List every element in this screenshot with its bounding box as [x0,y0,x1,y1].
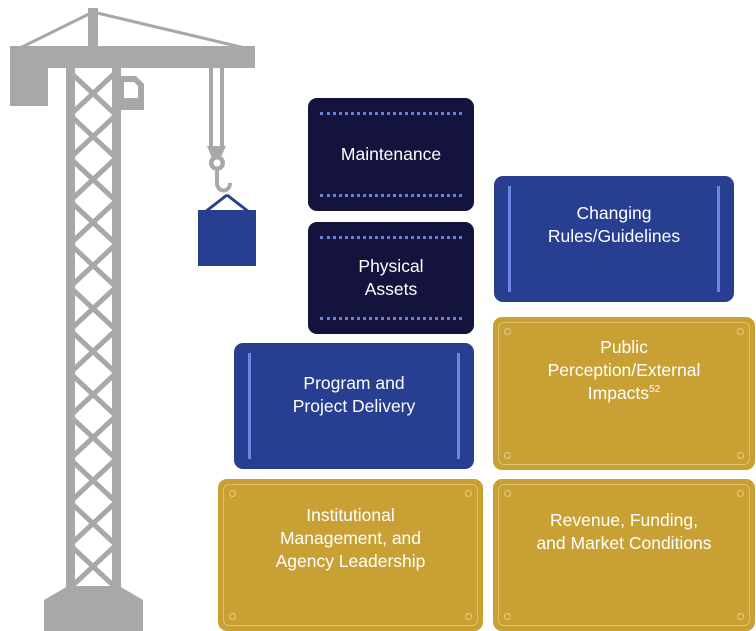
rivet [504,613,511,620]
accent-bar-right [457,353,460,459]
dotted-rule-top [320,236,462,239]
inner-frame [223,484,478,626]
inner-frame [498,322,750,465]
dotted-rule-bottom [320,194,462,197]
block-public-perception: Public Perception/External Impacts52 [493,317,755,470]
block-label: Program and Project Delivery [292,373,416,416]
footnote-marker: 52 [649,384,661,396]
block-changing-rules: Changing Rules/Guidelines [494,176,734,302]
accent-bar-left [248,353,251,459]
rivet [504,490,511,497]
block-label: Maintenance [340,144,442,164]
dotted-rule-top [320,112,462,115]
block-label: Changing Rules/Guidelines [547,203,681,246]
dotted-rule-bottom [320,317,462,320]
block-label: Public Perception/External Impacts52 [547,337,701,403]
hanging-load-icon [198,193,256,266]
rivet [737,452,744,459]
block-label: Revenue, Funding, and Market Conditions [536,510,712,553]
rivet [229,613,236,620]
block-revenue: Revenue, Funding, and Market Conditions [493,479,755,631]
rivet [465,490,472,497]
block-physical-assets: Physical Assets [308,222,474,334]
rivet [504,328,511,335]
rivet [229,490,236,497]
rivet [737,328,744,335]
rivet [465,613,472,620]
block-institutional: Institutional Management, and Agency Lea… [218,479,483,631]
accent-bar-right [717,186,720,292]
block-program-delivery: Program and Project Delivery [234,343,474,469]
crane-icon [10,8,256,631]
rivet [504,452,511,459]
block-label: Physical Assets [358,256,424,299]
block-maintenance: Maintenance [308,98,474,211]
rivet [737,613,744,620]
rivet [737,490,744,497]
accent-bar-left [508,186,511,292]
inner-frame [498,484,750,626]
block-label: Institutional Management, and Agency Lea… [275,504,426,571]
hook-icon [207,68,232,193]
